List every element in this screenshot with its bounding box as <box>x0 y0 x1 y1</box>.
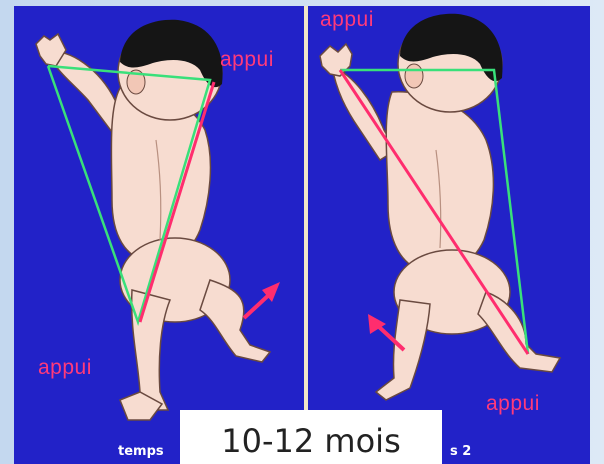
right-appui-bottom-label: appui <box>486 392 540 416</box>
right-baby-leg-standing <box>478 292 560 372</box>
right-baby-ear <box>405 64 423 88</box>
left-temps-label: temps <box>118 444 164 459</box>
left-appui-top-label: appui <box>220 48 274 72</box>
left-appui-bottom-label: appui <box>38 356 92 380</box>
right-appui-top-label: appui <box>320 8 374 32</box>
age-caption-box: 10-12 mois <box>180 410 442 464</box>
right-temps-label: s 2 <box>450 444 471 459</box>
age-caption: 10-12 mois <box>180 422 442 460</box>
